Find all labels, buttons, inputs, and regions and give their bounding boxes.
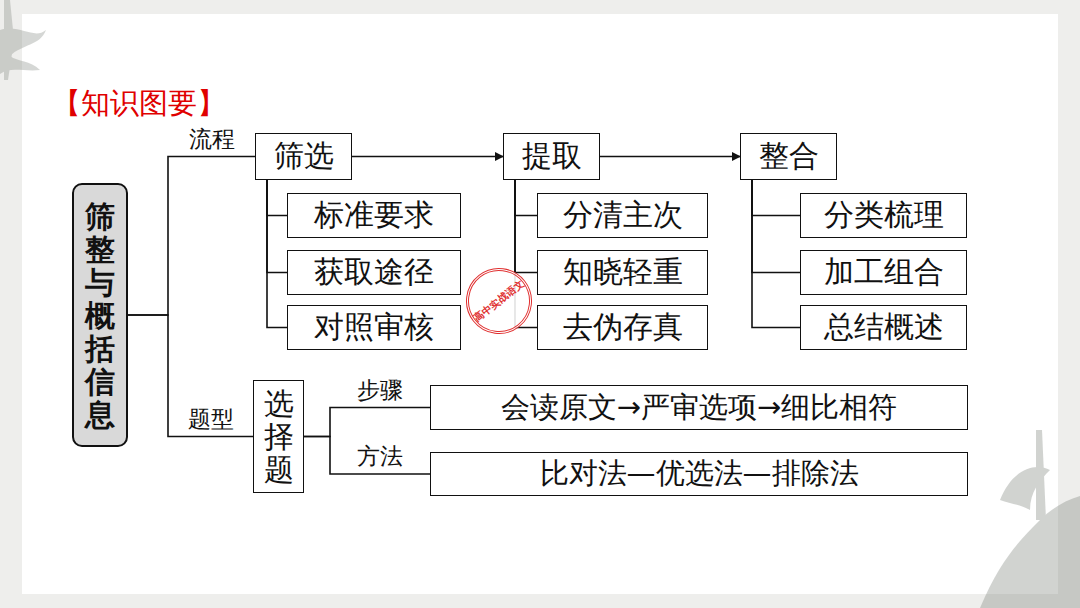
box-text: 选择题 bbox=[264, 387, 294, 486]
connector bbox=[128, 315, 253, 437]
box-text: 标准要求 bbox=[314, 195, 434, 236]
item-box: 分清主次 bbox=[537, 193, 708, 238]
stage-box: 提取 bbox=[503, 133, 600, 180]
branch-label: 题型 bbox=[188, 404, 234, 435]
item-box: 对照审核 bbox=[287, 305, 461, 350]
item-box: 加工组合 bbox=[800, 250, 967, 295]
connector bbox=[267, 180, 287, 328]
connector bbox=[267, 180, 287, 216]
connector bbox=[752, 180, 800, 328]
method-box: 比对法—优选法—排除法 bbox=[430, 452, 968, 496]
box-text: 整合 bbox=[759, 136, 819, 177]
box-text: 知晓轻重 bbox=[563, 252, 683, 293]
box-text: 会读原文→严审选项→细比相符 bbox=[501, 388, 898, 428]
watermark-text: 高中实战语文 bbox=[471, 277, 527, 325]
connector bbox=[267, 180, 287, 273]
stage-box: 整合 bbox=[740, 133, 837, 180]
item-box: 标准要求 bbox=[287, 193, 461, 238]
box-text: 加工组合 bbox=[824, 252, 944, 293]
box-text: 总结概述 bbox=[824, 307, 944, 348]
connector bbox=[515, 180, 537, 273]
box-text: 筛整与概括信息 bbox=[85, 200, 115, 431]
box-text: 提取 bbox=[522, 136, 582, 177]
box-text: 分类梳理 bbox=[824, 195, 944, 236]
connector bbox=[304, 408, 430, 437]
topic-box: 筛整与概括信息 bbox=[72, 183, 128, 447]
watermark-stamp: 高中实战语文 bbox=[453, 255, 546, 348]
box-text: 筛选 bbox=[274, 136, 334, 177]
item-box: 获取途径 bbox=[287, 250, 461, 295]
item-box: 总结概述 bbox=[800, 305, 967, 350]
connector bbox=[752, 180, 800, 273]
ink-hills bbox=[980, 430, 1080, 608]
connector bbox=[304, 437, 430, 475]
diagram-title: 【知识图要】 bbox=[52, 84, 226, 124]
item-box: 知晓轻重 bbox=[537, 250, 708, 295]
question-type-box: 选择题 bbox=[253, 380, 304, 493]
connector bbox=[352, 156, 503, 158]
box-text: 获取途径 bbox=[314, 252, 434, 293]
branch-label: 方法 bbox=[357, 441, 403, 472]
step-box: 会读原文→严审选项→细比相符 bbox=[430, 385, 968, 430]
box-text: 去伪存真 bbox=[563, 307, 683, 348]
stage-box: 筛选 bbox=[255, 133, 352, 180]
connector bbox=[600, 156, 740, 158]
box-text: 对照审核 bbox=[314, 307, 434, 348]
card bbox=[22, 14, 1058, 594]
item-box: 分类梳理 bbox=[800, 193, 967, 238]
item-box: 去伪存真 bbox=[537, 305, 708, 350]
connector bbox=[515, 180, 537, 216]
connector bbox=[128, 157, 255, 316]
connector bbox=[752, 180, 800, 216]
box-text: 比对法—优选法—排除法 bbox=[540, 454, 859, 494]
branch-label: 步骤 bbox=[357, 375, 403, 406]
box-text: 分清主次 bbox=[563, 195, 683, 236]
branch-label: 流程 bbox=[189, 124, 235, 155]
ink-tree bbox=[0, 0, 46, 80]
